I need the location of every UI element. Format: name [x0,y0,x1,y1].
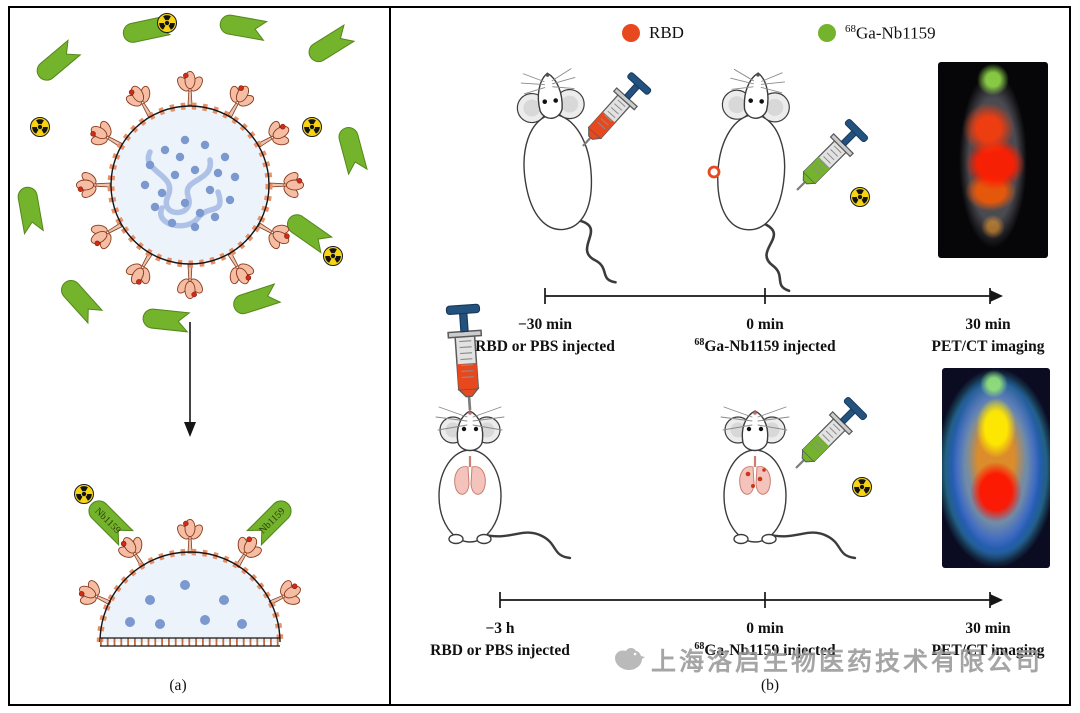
legend-ganb-label: 68Ga-Nb1159 [845,23,936,43]
nanobody-icon [336,124,368,175]
timeline-iv-point-2: 0 min 68Ga-Nb1159 injected [694,316,836,356]
radiation-icon [853,478,872,497]
panel-divider [389,6,391,706]
syringe-ganb-iv [786,117,870,201]
nanobody-icon [141,307,190,333]
nanobody-icon [218,13,268,41]
syringe-ganb-intranasal [785,395,869,479]
panel-a-illustration: Nb1159 Nb1159 [16,13,368,647]
nanobody-icon [57,276,103,324]
mouse-iv-2 [708,67,806,293]
spike-protein-icon [75,169,111,201]
legend-rbd-label: RBD [649,23,684,42]
mouse-intranasal-1 [434,405,572,560]
watermark-text: 上海洛启生物医药技术有限公司 [651,647,1044,676]
spike-protein-icon [174,518,206,554]
down-arrow [184,322,196,437]
timeline-arrowhead [990,290,1003,302]
timeline-iv [544,288,1003,304]
spike-protein-icon [174,70,206,106]
syringe-rbd-iv [571,70,653,157]
rbd-injection-site [707,165,721,179]
rbd-dot-icon [622,24,640,42]
virus-membrane-fragment [72,518,308,647]
radiation-icon [303,118,322,137]
timeline-arrowhead [990,594,1003,606]
timeline-iv-point-1: −30 min RBD or PBS injected [475,316,615,356]
pet-ct-image-intranasal [942,368,1050,568]
ganb-dot-icon [818,24,836,43]
watermark: 上海洛启生物医药技术有限公司 [612,642,1043,678]
legend-rbd: RBD [622,23,684,43]
timeline-iv-point-3: 30 min PET/CT imaging [931,316,1045,356]
panel-b-label: (b) [760,677,780,694]
virus-particle [75,70,305,300]
panel-a-label: (a) [169,677,187,694]
radiation-icon [75,485,94,504]
watermark-bird-logo [615,648,645,670]
timeline-intranasal-point-1: −3 h RBD or PBS injected [430,620,570,660]
radiation-icon [324,247,343,266]
legend-ganb: 68Ga-Nb1159 [818,23,936,44]
spike-protein-icon [269,169,305,201]
nanobody-icon [304,24,355,66]
radiation-icon [851,188,870,207]
spike-protein-icon [174,264,206,300]
rbd-in-lungs [745,468,766,488]
nanobody-icon [283,210,333,254]
panel-b-illustration [434,65,1003,608]
radiation-icon [31,118,50,137]
mouse-iv-1 [512,65,617,292]
timeline-intranasal-point-2: 0 min 68Ga-Nb1159 injected [694,620,836,660]
nanobody-icon [32,39,81,85]
nanobody-icon [230,283,281,317]
nanobody-icon [16,185,44,235]
timeline-intranasal [499,592,1003,608]
radiation-icon [158,14,177,33]
pet-ct-image-iv [938,62,1048,258]
timeline-intranasal-point-3: 30 min PET/CT imaging [931,620,1045,660]
